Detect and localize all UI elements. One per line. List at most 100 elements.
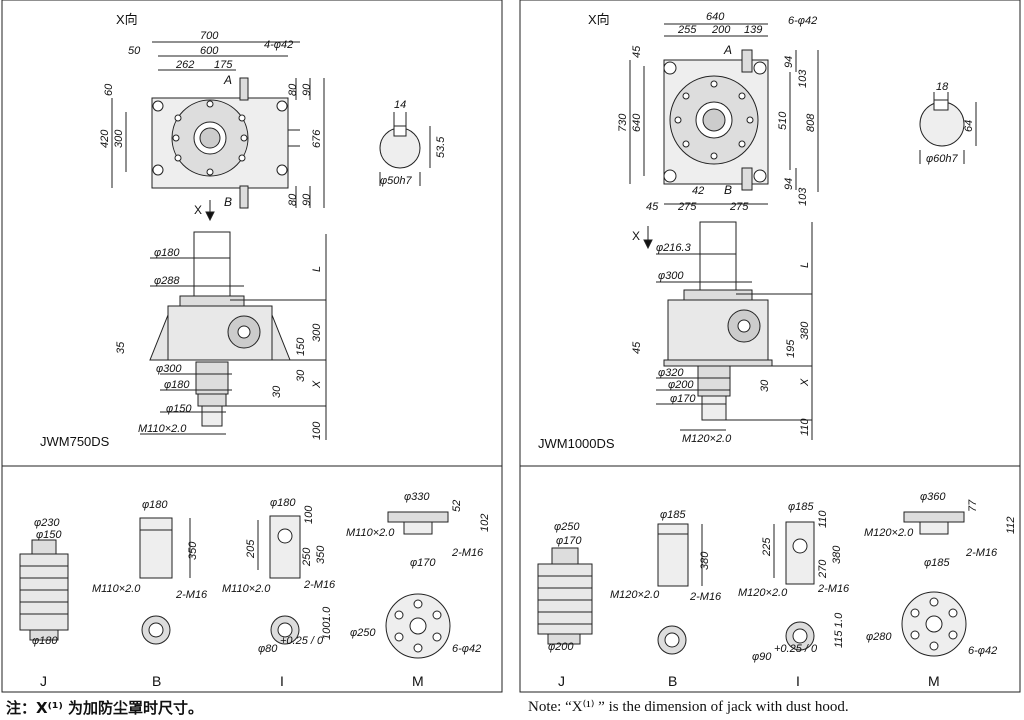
I-dim-tol2: 1.0 [321, 606, 333, 622]
I-dim-185: φ185 [788, 501, 814, 513]
dim-4-42: 4-φ42 [264, 39, 293, 51]
dim-110: 110 [799, 418, 811, 436]
dim-X-left: X [311, 380, 323, 389]
B-dim-350: 350 [187, 541, 199, 560]
dim-80-top: 80 [287, 83, 299, 96]
J-dim-180: φ180 [32, 635, 58, 647]
M-dim-52: 52 [451, 500, 463, 512]
shaft-dia-right: φ60h7 [926, 153, 959, 165]
dim-420: 420 [99, 129, 111, 148]
shaft-width-right: 18 [936, 81, 949, 93]
I-dim-2m16: 2-M16 [303, 579, 336, 591]
dim-m120: M120×2.0 [682, 433, 732, 445]
I-dim-350: 350 [315, 545, 327, 564]
dim-phi170: φ170 [670, 393, 696, 405]
B-dim-380: 380 [699, 551, 711, 570]
M-dim-250: φ250 [350, 627, 376, 639]
dim-X-right: X [799, 378, 811, 387]
B-dim-180: φ180 [142, 499, 168, 511]
label-b: B [224, 195, 232, 209]
shaft-dia-left: φ50h7 [380, 175, 413, 187]
dim-300-side: 300 [311, 323, 323, 342]
I-dim-phi80: φ80 [258, 643, 278, 655]
dim-300: 300 [113, 129, 125, 148]
B-dim-m110: M110×2.0 [92, 583, 141, 595]
left-view-label: X向 [116, 12, 138, 27]
M-dim-6-42-right: 6-φ42 [968, 645, 997, 657]
M-dim-102: 102 [479, 514, 491, 532]
dim-phi320: φ320 [658, 367, 684, 379]
I-dim-2m16-right: 2-M16 [817, 583, 850, 595]
dim-275-a: 275 [677, 201, 697, 213]
dim-150: 150 [295, 337, 307, 356]
J-dim-250: φ250 [554, 521, 580, 533]
J-dim-230: φ230 [34, 517, 60, 529]
dim-phi200-side: φ200 [668, 379, 694, 391]
M-dim-170: φ170 [410, 557, 436, 569]
right-side-dims: φ216.3 L φ300 380 45 195 φ320 φ200 30 X … [631, 242, 811, 445]
I-dim-250: 250 [301, 547, 313, 567]
shaft-depth-right: 64 [963, 120, 975, 132]
left-side-dims: φ180 φ288 L 35 300 150 30 X φ300 φ180 30… [115, 247, 323, 440]
dim-80-bot: 80 [287, 193, 299, 206]
right-top-dims: 640 255 200 139 6-φ42 45 730 640 A 94 10… [617, 11, 817, 213]
dim-510: 510 [777, 111, 789, 130]
I-dim-tol2-right: 1.0 [833, 612, 845, 628]
M-dim-280: φ280 [866, 631, 892, 643]
label-b-right: B [724, 183, 732, 197]
dim-195: 195 [785, 339, 797, 358]
dim-103-top: 103 [797, 69, 809, 88]
I-dim-tol: +0.25 / 0 [280, 635, 324, 647]
dim-30-a: 30 [295, 369, 307, 382]
dim-640-top: 640 [706, 11, 725, 23]
left-side-view: X [140, 200, 327, 440]
caption-J-left: J [40, 673, 47, 689]
I-dim-m120: M120×2.0 [738, 587, 788, 599]
right-top-view [629, 23, 819, 205]
dim-45-side: 45 [631, 341, 643, 354]
note-english: Note: “X⁽¹⁾ ” is the dimension of jack w… [528, 699, 849, 715]
label-a-right: A [723, 43, 732, 57]
frame-right [519, 0, 1021, 693]
B-dim-2m16: 2-M16 [175, 589, 208, 601]
dim-640-side: 640 [631, 113, 643, 132]
left-part-J [19, 539, 69, 641]
dim-42: 42 [692, 185, 704, 197]
M-dim-m110: M110×2.0 [346, 527, 395, 539]
dim-90-bot: 90 [301, 193, 313, 206]
I-dim-270: 270 [817, 559, 829, 579]
left-top-view [111, 41, 325, 209]
left-top-dims: 700 600 50 262 175 4-φ42 60 80 90 420 30… [99, 30, 323, 209]
right-part-B [657, 523, 703, 655]
B-dim-2m16-right: 2-M16 [689, 591, 722, 603]
left-part-captions: J B I M [40, 673, 424, 689]
left-part-B [139, 517, 191, 645]
M-dim-185: φ185 [924, 557, 950, 569]
M-dim-112: 112 [1005, 516, 1017, 534]
caption-B-right: B [668, 673, 677, 689]
dim-L-right: L [799, 262, 811, 268]
B-dim-m120: M120×2.0 [610, 589, 660, 601]
dim-255: 255 [677, 24, 697, 36]
left-parts-dims: φ230 φ150 φ180 φ180 350 M110×2.0 2-M16 φ… [32, 491, 491, 655]
M-dim-m120: M120×2.0 [864, 527, 914, 539]
shaft-depth-left: 53.5 [435, 136, 447, 158]
I-dim-380: 380 [831, 545, 843, 564]
dim-262: 262 [175, 59, 194, 71]
caption-B-left: B [152, 673, 161, 689]
M-dim-360: φ360 [920, 491, 946, 503]
I-dim-phi90: φ90 [752, 651, 772, 663]
M-dim-6-42: 6-φ42 [452, 643, 481, 655]
dim-50: 50 [128, 45, 141, 57]
caption-I-right: I [796, 673, 800, 689]
right-part-J [537, 547, 593, 645]
dim-phi216: φ216.3 [656, 242, 692, 254]
note-chinese: 注：X⁽¹⁾ 为加防尘罩时尺寸。 [6, 699, 204, 717]
dim-phi150: φ150 [166, 403, 192, 415]
dim-phi180-bot: φ180 [164, 379, 190, 391]
dim-phi180-top: φ180 [154, 247, 180, 259]
dim-35: 35 [115, 341, 127, 354]
frame-left [1, 0, 503, 693]
I-dim-115: 115 [833, 630, 845, 648]
dim-45-top: 45 [631, 45, 643, 58]
